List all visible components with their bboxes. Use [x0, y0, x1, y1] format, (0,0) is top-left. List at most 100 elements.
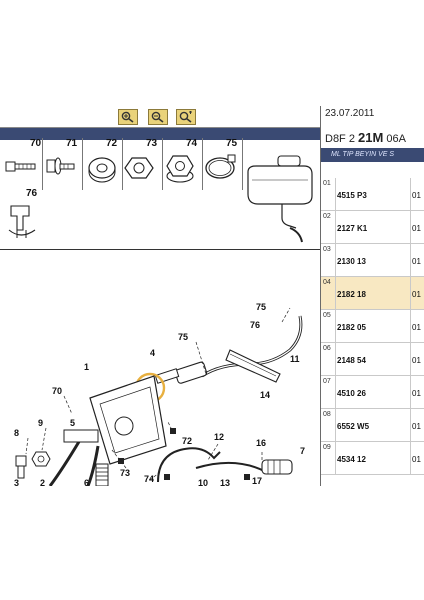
part-quantity: 01	[412, 191, 421, 200]
row-divider	[410, 343, 411, 376]
clutch-line	[157, 447, 221, 483]
callout-1: 1	[84, 362, 89, 372]
row-divider	[410, 409, 411, 442]
part-code: 4534 12	[337, 455, 366, 464]
zoom-in-icon	[121, 111, 134, 123]
cell-divider	[42, 138, 43, 190]
clip-icon	[8, 205, 36, 238]
zoom-fit-icon	[179, 111, 192, 123]
marker-74	[164, 474, 170, 480]
marker-72	[170, 428, 176, 434]
row-index: 03	[323, 246, 331, 253]
pedal-box-inner	[99, 386, 160, 454]
parts-row[interactable]: 02 2127 K1 01	[321, 211, 424, 244]
callout-4: 4	[150, 348, 155, 358]
row-divider	[410, 376, 411, 409]
parts-row[interactable]: 01 4515 P3 01	[321, 178, 424, 211]
parts-list-panel: 23.07.2011 D8F 2 21M 06A ML TIP BEYIN VE…	[320, 106, 424, 486]
band-header	[0, 128, 320, 140]
return-spring	[95, 463, 109, 486]
row-index: 06	[323, 345, 331, 352]
pedal-arm-left	[48, 439, 82, 486]
document-code: D8F 2 21M 06A	[325, 130, 406, 145]
part-number-71: 71	[66, 138, 78, 149]
parts-row[interactable]: 07 4510 26 01	[321, 376, 424, 409]
cell-divider	[202, 138, 203, 190]
callout-72: 72	[182, 436, 192, 446]
callout-12: 12	[214, 432, 224, 442]
row-divider	[335, 277, 336, 310]
callout-74: 74	[144, 474, 154, 484]
code-suffix: 06A	[383, 133, 406, 145]
cell-divider	[122, 138, 123, 190]
callout-16: 16	[256, 438, 266, 448]
callout-76: 76	[250, 320, 260, 330]
part-code: 4510 26	[337, 389, 366, 398]
row-index: 05	[323, 312, 331, 319]
code-bold: 21M	[358, 130, 384, 145]
row-divider	[335, 244, 336, 277]
parts-row[interactable]: 09 4534 12 01	[321, 442, 424, 475]
parts-catalog-sheet: 70 71 72 73 74 75	[0, 106, 424, 486]
clutch-line-rear	[195, 461, 267, 473]
parts-row[interactable]: 06 2148 54 01	[321, 343, 424, 376]
parts-row[interactable]: 05 2182 05 01	[321, 310, 424, 343]
parts-row[interactable]: 08 6552 W5 01	[321, 409, 424, 442]
nut-9	[31, 451, 51, 467]
pedal-box-hole	[114, 416, 134, 436]
part-code: 6552 W5	[337, 422, 370, 431]
part-number-76: 76	[26, 188, 38, 199]
row-divider	[410, 178, 411, 211]
row-divider	[335, 442, 336, 475]
part-code: 2182 18	[337, 290, 366, 299]
small-parts-band: 70 71 72 73 74 75	[0, 128, 320, 250]
callout-73: 73	[120, 468, 130, 478]
part-code: 2130 13	[337, 257, 366, 266]
zoom-out-icon	[151, 111, 164, 123]
callout-7: 7	[300, 446, 305, 456]
part-quantity: 01	[412, 224, 421, 233]
fluid-reservoir-drawing	[247, 155, 313, 243]
zoom-in-button[interactable]	[118, 109, 138, 125]
zoom-fit-button[interactable]	[176, 109, 196, 125]
cell-divider	[162, 138, 163, 190]
reservoir-hose-inner	[249, 315, 302, 365]
pedal-arm-right	[86, 445, 100, 486]
row-divider	[410, 211, 411, 244]
row-divider	[335, 310, 336, 343]
part-number-73: 73	[146, 138, 158, 149]
row-index: 02	[323, 213, 331, 220]
part-quantity: 01	[412, 323, 421, 332]
bolt-icon	[5, 161, 36, 172]
code-prefix: D8F 2	[325, 133, 359, 145]
marker-73	[118, 458, 124, 464]
callout-10: 10	[198, 478, 208, 486]
callout-2: 2	[40, 478, 45, 486]
part-code: 2148 54	[337, 356, 366, 365]
part-number-74: 74	[186, 138, 198, 149]
bracket-edge	[229, 353, 277, 377]
bolt-8	[15, 455, 27, 479]
cell-divider	[242, 138, 243, 190]
row-divider	[410, 277, 411, 310]
bracket	[225, 349, 281, 383]
callout-11: 11	[290, 354, 300, 364]
callout-17: 17	[252, 476, 262, 486]
parts-row-selected[interactable]: 04 2182 18 01	[321, 277, 424, 310]
callout-6: 6	[84, 478, 89, 486]
pedal-pivot	[63, 429, 99, 443]
hex-nut-icon	[124, 157, 154, 179]
part-quantity: 01	[412, 422, 421, 431]
row-index: 09	[323, 444, 331, 451]
slave-cylinder	[261, 459, 293, 475]
part-number-70: 70	[30, 138, 42, 149]
flange-nut-icon	[166, 155, 194, 183]
cell-divider	[82, 138, 83, 190]
row-divider	[335, 409, 336, 442]
parts-row[interactable]: 03 2130 13 01	[321, 244, 424, 277]
row-divider	[410, 244, 411, 277]
callout-3: 3	[14, 478, 19, 486]
washer-icon	[88, 157, 116, 183]
zoom-out-button[interactable]	[148, 109, 168, 125]
row-index: 01	[323, 180, 331, 187]
